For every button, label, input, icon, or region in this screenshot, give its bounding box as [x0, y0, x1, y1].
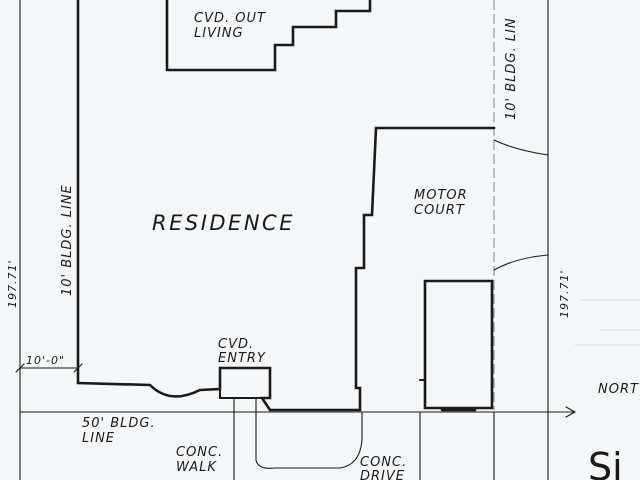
label-north: NORT [598, 382, 639, 397]
front-line-arrow-tick-2 [565, 411, 576, 418]
covered-entry-box [219, 388, 263, 399]
front-line-arrow-tick [565, 406, 576, 413]
garage-outline [423, 279, 494, 410]
label-conc-drive-1: CONC. [360, 455, 407, 470]
sheet-title: Si [588, 445, 623, 480]
label-conc-drive-2: DRIVE [360, 469, 405, 480]
label-cvd-entry-1: CVD. [218, 337, 254, 352]
covered-out-living-outline [165, 0, 372, 72]
label-bldg-line-left: 10' BLDG. LINE [60, 184, 75, 296]
concrete-walk-right-edge [255, 397, 363, 469]
motor-court-curve-bottom [493, 254, 549, 271]
label-50-bldg-line-2: LINE [82, 431, 115, 446]
label-motor-court-1: MOTOR [414, 188, 468, 203]
label-50-bldg-line-1: 50' BLDG. [82, 416, 156, 431]
label-conc-walk-1: CONC. [176, 445, 223, 460]
label-motor-court-2: COURT [414, 203, 465, 218]
label-setback: 10'-0" [26, 354, 65, 367]
label-cvd-out-living-1: CVD. OUT [194, 11, 266, 26]
residence-outline [76, 0, 496, 412]
label-conc-walk-2: WALK [176, 460, 217, 475]
label-dim-left: 197.71' [6, 259, 19, 308]
label-cvd-entry-2: ENTRY [218, 351, 266, 366]
setback-tick-left [15, 363, 25, 373]
label-cvd-out-living-2: LIVING [194, 26, 244, 41]
background-faint-marks [575, 299, 640, 346]
motor-court-curve-top [493, 139, 549, 156]
label-dim-right: 197.71' [558, 269, 571, 318]
label-residence: RESIDENCE [152, 211, 295, 235]
label-bldg-line-right: 10' BLDG. LIN [504, 17, 519, 120]
